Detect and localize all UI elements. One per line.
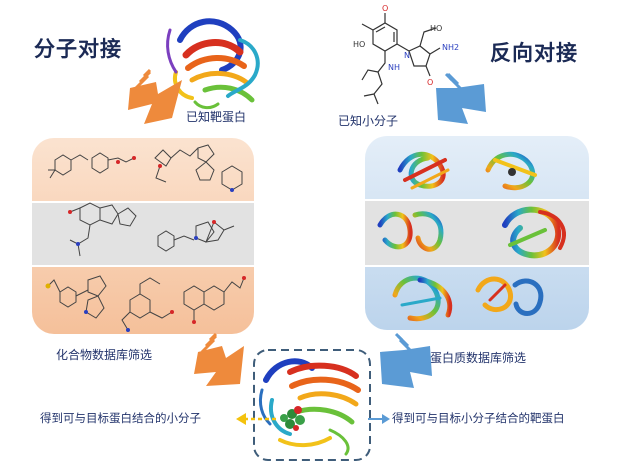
gray-band-left [32,202,254,266]
result-arrow-left [236,413,276,425]
atom-label-ho-2: HO [430,24,442,33]
result-arrow-right [368,414,390,424]
compound-screen-caption: 化合物数据库筛选 [56,348,153,362]
known-molecule-structure: HO O N NH HO NH2 O [353,4,459,105]
blue-arrow-top [436,72,486,124]
known-molecule-caption: 已知小分子 [338,114,399,128]
atom-label-nh: NH [388,63,400,72]
result-target-caption: 得到可与目标小分子结合的靶蛋白 [392,411,565,425]
compound-structure-6 [121,277,173,331]
protein-structure-r5 [392,275,453,322]
protein-structure-r2 [485,151,537,191]
orange-arrow-bottom [194,332,244,386]
left-title: 分子对接 [34,37,122,61]
result-molecule-caption: 得到可与目标蛋白结合的小分子 [40,411,201,425]
compound-structure-7 [183,277,245,322]
known-target-caption: 已知靶蛋白 [186,110,247,124]
blue-arrow-bottom [380,332,432,388]
result-dashed-box [253,349,371,461]
bound-ligand [280,406,305,431]
known-target-protein [166,18,260,110]
compound-structure-3 [69,202,137,257]
protein-structure-r1 [397,151,450,190]
compound-structure-2 [154,144,243,191]
protein-screen-caption: 蛋白质数据库筛选 [430,351,527,365]
gray-band-right [365,200,589,266]
protein-structure-r6 [475,276,544,316]
protein-library-panel [365,136,589,330]
compound-structure-5 [47,275,107,319]
protein-structure-r3 [377,211,444,252]
atom-label-n-1: N [404,51,410,60]
atom-label-nh2: NH2 [442,43,459,52]
atom-label-o-2: O [427,78,433,87]
atom-label-o-1: O [382,4,388,13]
right-title: 反向对接 [490,41,578,65]
result-protein [258,358,361,456]
docking-result [253,349,371,461]
heteroatom-markers-left [45,156,246,332]
orange-arrow-top [128,68,182,124]
atom-label-ho-1: HO [353,40,365,49]
compound-structure-1 [48,152,135,179]
compound-library-panel [32,138,254,334]
protein-structure-r4 [502,206,566,259]
